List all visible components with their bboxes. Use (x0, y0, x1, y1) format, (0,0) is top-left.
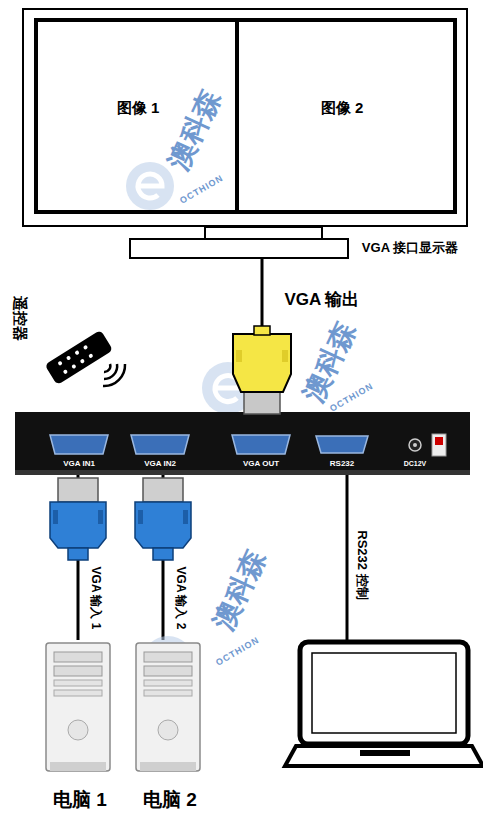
vga-plug (50, 478, 106, 560)
power-jack (409, 439, 421, 451)
node-label: DC12V (404, 460, 427, 468)
remote-control (45, 330, 126, 386)
node-label: 电脑 1 (53, 790, 107, 811)
vga-plug (68, 548, 88, 560)
cable-label: VGA 输入 2 (173, 565, 186, 632)
remote-control (45, 330, 114, 385)
vga-plug (135, 478, 191, 560)
watermark: OCTHION (215, 636, 262, 669)
pc-tower (136, 643, 200, 771)
remote-control (63, 369, 69, 375)
node-label: VGA IN1 (63, 460, 95, 469)
rs232-cable (346, 475, 349, 642)
remote-control (57, 361, 63, 367)
laptop (360, 750, 410, 756)
remote-control (74, 350, 80, 356)
monitor-stand (205, 227, 322, 239)
remote-control (104, 364, 117, 379)
power-switch (435, 437, 443, 445)
node-label: VGA IN2 (144, 460, 176, 469)
power-switch (432, 434, 446, 456)
pc-tower (46, 643, 110, 771)
device-housing (15, 412, 470, 475)
laptop (312, 653, 456, 733)
watermark: 澳科森 (163, 85, 226, 174)
node-label: 电脑 2 (143, 790, 197, 811)
watermark-logo (126, 162, 174, 210)
node-label: VGA 接口显示器 (362, 241, 458, 255)
vga-plug (282, 350, 288, 362)
computer: 电脑 1 (44, 640, 112, 774)
node-label: RS232 (330, 460, 354, 469)
remote-control (57, 345, 93, 375)
vga-plug (58, 478, 98, 502)
screen-window: 图像 2 (235, 18, 457, 214)
pc-tower (54, 666, 102, 676)
remote-control (71, 364, 77, 370)
pc-tower (54, 680, 102, 686)
vga-port (50, 435, 108, 454)
remote-control: 遥控器 (5, 285, 125, 390)
vga-plug (236, 350, 242, 362)
vga-plug (53, 510, 58, 524)
pc-tower (68, 720, 88, 740)
device-housing (15, 470, 470, 475)
vga-plug (244, 392, 280, 414)
vga-plug (50, 502, 106, 548)
rs232-port (316, 436, 368, 453)
vga-splitter-box: VGA IN1 VGA IN2 VGA OUT RS232 DC12V (15, 412, 470, 475)
vga-port (232, 435, 290, 454)
pc-tower (54, 690, 102, 696)
vga-plug (254, 326, 270, 335)
device-housing (15, 412, 470, 475)
monitor-stand (130, 239, 348, 258)
laptop (285, 746, 483, 766)
vga-plug (233, 326, 291, 414)
remote-control (103, 364, 125, 386)
node-label: VGA OUT (243, 460, 279, 469)
pc-tower (46, 643, 110, 771)
monitor-stand (130, 227, 348, 258)
watermark: OCTHION (179, 174, 226, 207)
remote-control (80, 358, 86, 364)
power-switch (432, 434, 446, 456)
pc-tower (50, 762, 106, 771)
power-jack (409, 439, 421, 451)
remote-control (45, 330, 114, 385)
cable-label: VGA 输出 (283, 291, 362, 310)
remote-control (88, 353, 94, 359)
rs232-port (316, 436, 368, 453)
remote-control (104, 364, 110, 372)
laptop (285, 642, 483, 766)
vga-port (50, 435, 290, 454)
remote-control (103, 364, 125, 386)
remote-control (66, 355, 72, 361)
node-label: 遥控器 (12, 296, 29, 341)
laptop (300, 642, 468, 744)
node-label: 图像 2 (321, 100, 364, 117)
remote-control (83, 345, 89, 351)
watermark: 澳科森 (208, 545, 271, 634)
pc-tower (54, 652, 102, 662)
vga-plug (98, 510, 103, 524)
vga-port (131, 435, 189, 454)
computer: 电脑 2 (134, 640, 202, 774)
cable-label: VGA 输入 1 (88, 565, 101, 632)
node-label: 图像 1 (117, 100, 160, 117)
cable-label: RS232 控制 (355, 530, 369, 599)
monitor-frame: 图像 1图像 2VGA 接口显示器 (22, 8, 468, 227)
vga-plug (233, 334, 291, 392)
watermark-logo (138, 174, 162, 198)
power-jack (413, 443, 417, 447)
